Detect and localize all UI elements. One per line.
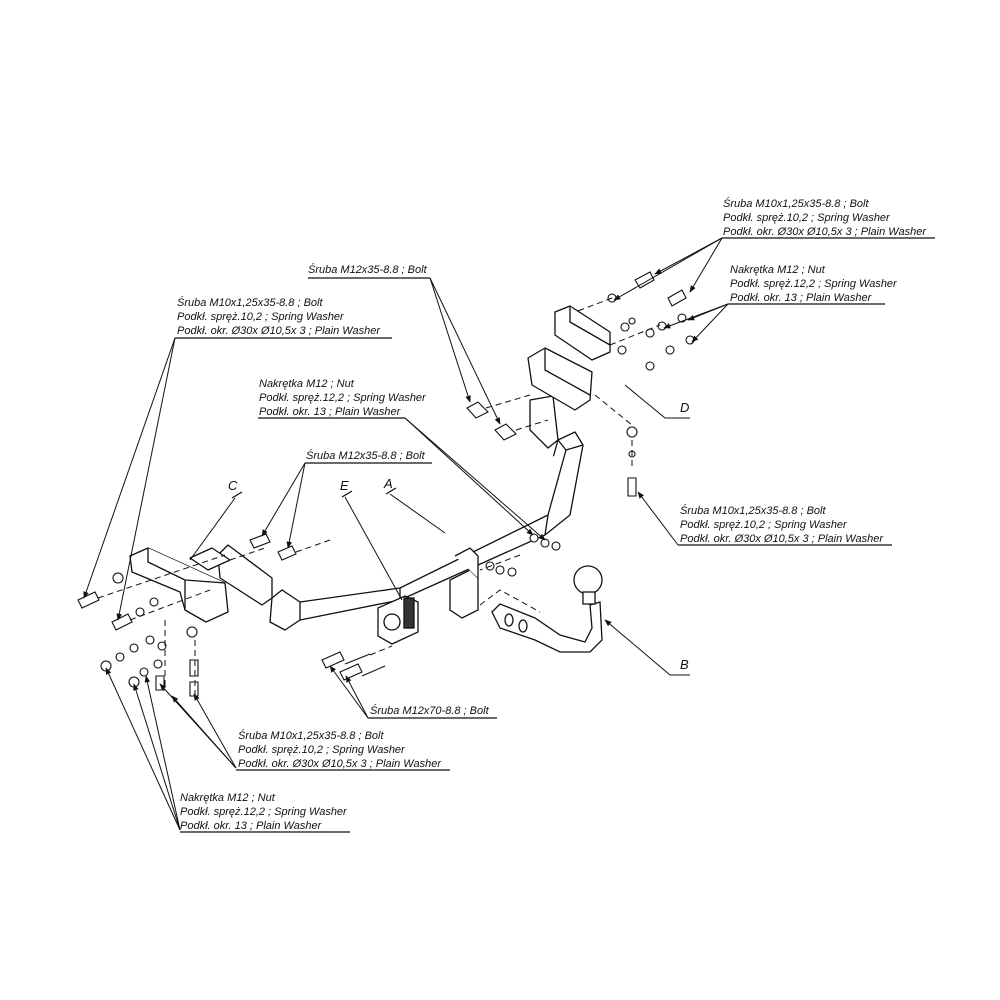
callout-bottom-nut: Nakrętka M12 ; Nut Podkł. spręż.12,2 ; S… xyxy=(180,791,347,833)
ball-hook-b xyxy=(491,565,603,653)
callout-line: Podkł. okr. Ø30x Ø10,5x 3 ; Plain Washer xyxy=(680,533,883,545)
callout-line: Śruba M10x1,25x35-8.8 ; Bolt xyxy=(680,505,826,517)
callout-line: Podkł. okr. Ø30x Ø10,5x 3 ; Plain Washer xyxy=(177,325,380,337)
mount-plate xyxy=(449,547,479,619)
callout-bottom-bolt-m12x70: Śruba M12x70-8.8 ; Bolt xyxy=(370,704,489,718)
callout-right-nut: Nakrętka M12 ; Nut Podkł. spręż.12,2 ; S… xyxy=(730,263,897,305)
callout-line: Podkł. spręż.10,2 ; Spring Washer xyxy=(238,744,405,756)
right-bracket-d xyxy=(527,305,611,411)
callout-line: Nakrętka M12 ; Nut xyxy=(180,792,275,804)
callout-line: Śruba M12x70-8.8 ; Bolt xyxy=(370,705,489,717)
callout-right-lower-bolt: Śruba M10x1,25x35-8.8 ; Bolt Podkł. sprę… xyxy=(680,504,883,546)
callout-top-bolt-m12: Śruba M12x35-8.8 ; Bolt xyxy=(308,263,427,277)
crossbar-beam-a xyxy=(217,395,584,631)
leader-lines xyxy=(83,237,729,831)
callout-line: Podkł. okr. 13 ; Plain Washer xyxy=(259,406,401,418)
socket-plate-e xyxy=(377,595,419,645)
callout-line: Podkł. spręż.10,2 ; Spring Washer xyxy=(680,519,847,531)
part-letter-d: D xyxy=(680,400,690,415)
callout-line: Podkł. okr. 13 ; Plain Washer xyxy=(730,292,872,304)
callout-line: Podkł. okr. Ø30x Ø10,5x 3 ; Plain Washer xyxy=(723,226,926,238)
callout-line: Śruba M10x1,25x35-8.8 ; Bolt xyxy=(723,198,869,210)
part-letter-c: C xyxy=(228,478,238,493)
callout-line: Podkł. okr. Ø30x Ø10,5x 3 ; Plain Washer xyxy=(238,758,441,770)
part-letter-b: B xyxy=(680,657,689,672)
callout-line: Podkł. spręż.12,2 ; Spring Washer xyxy=(259,392,426,404)
callout-line: Podkł. spręż.12,2 ; Spring Washer xyxy=(180,806,347,818)
callout-left-bolt: Śruba M10x1,25x35-8.8 ; Bolt Podkł. sprę… xyxy=(177,296,380,338)
part-letter-a: A xyxy=(384,476,393,491)
part-letter-e: E xyxy=(340,478,349,493)
callout-line: Podkł. okr. 13 ; Plain Washer xyxy=(180,820,322,832)
callout-line: Podkł. spręż.10,2 ; Spring Washer xyxy=(177,311,344,323)
callout-line: Nakrętka M12 ; Nut xyxy=(259,378,354,390)
callout-center-bolt-m12: Śruba M12x35-8.8 ; Bolt xyxy=(306,449,425,463)
callout-center-nut: Nakrętka M12 ; Nut Podkł. spręż.12,2 ; S… xyxy=(259,377,426,419)
callout-line: Śruba M12x35-8.8 ; Bolt xyxy=(306,450,425,462)
callout-bottom-bolt: Śruba M10x1,25x35-8.8 ; Bolt Podkł. sprę… xyxy=(238,729,441,771)
left-bracket-c xyxy=(129,547,231,623)
callout-line: Podkł. spręż.10,2 ; Spring Washer xyxy=(723,212,890,224)
alignment-lines xyxy=(97,297,661,700)
callout-top-right-bolt: Śruba M10x1,25x35-8.8 ; Bolt Podkł. sprę… xyxy=(723,197,926,239)
callout-underlines xyxy=(175,237,935,833)
callout-line: Śruba M10x1,25x35-8.8 ; Bolt xyxy=(177,297,323,309)
callout-line: Nakrętka M12 ; Nut xyxy=(730,264,825,276)
callout-line: Śruba M12x35-8.8 ; Bolt xyxy=(308,264,427,276)
callout-line: Śruba M10x1,25x35-8.8 ; Bolt xyxy=(238,730,384,742)
callout-line: Podkł. spręż.12,2 ; Spring Washer xyxy=(730,278,897,290)
